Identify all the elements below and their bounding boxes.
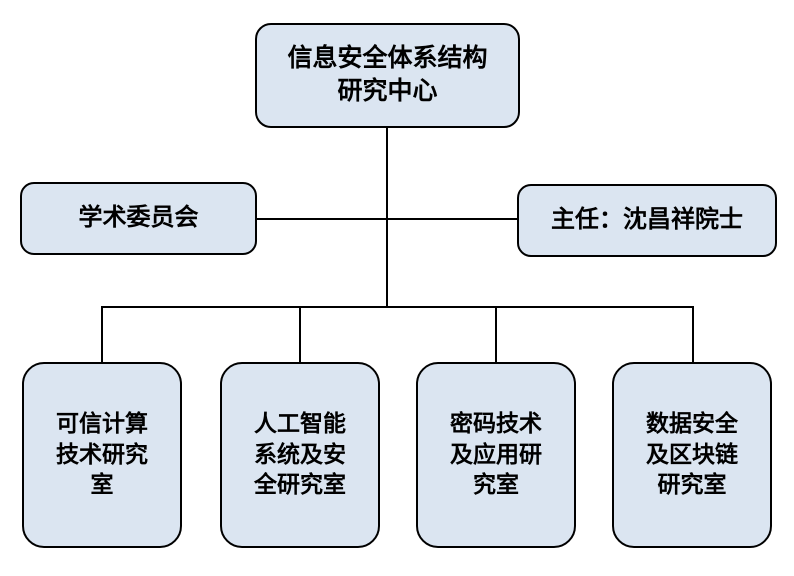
node-lab-data-security-blockchain: 数据安全 及区块链 研究室 [612, 362, 772, 548]
connector-drop-lab-4 [692, 306, 694, 364]
node-lab-trusted-computing: 可信计算 技术研究 室 [22, 362, 182, 548]
node-lab-crypto-technology: 密码技术 及应用研 究室 [416, 362, 576, 548]
node-lab-ai-systems-security: 人工智能 系统及安 全研究室 [220, 362, 380, 548]
node-research-center: 信息安全体系结构 研究中心 [255, 23, 520, 128]
connector-drop-lab-3 [495, 306, 497, 364]
node-academic-committee: 学术委员会 [20, 182, 257, 255]
connector-drop-lab-2 [299, 306, 301, 364]
connector-academic-director [257, 218, 517, 220]
connector-drop-lab-1 [101, 306, 103, 364]
connector-branch-horizontal [101, 306, 694, 308]
node-director: 主任：沈昌祥院士 [517, 184, 777, 257]
